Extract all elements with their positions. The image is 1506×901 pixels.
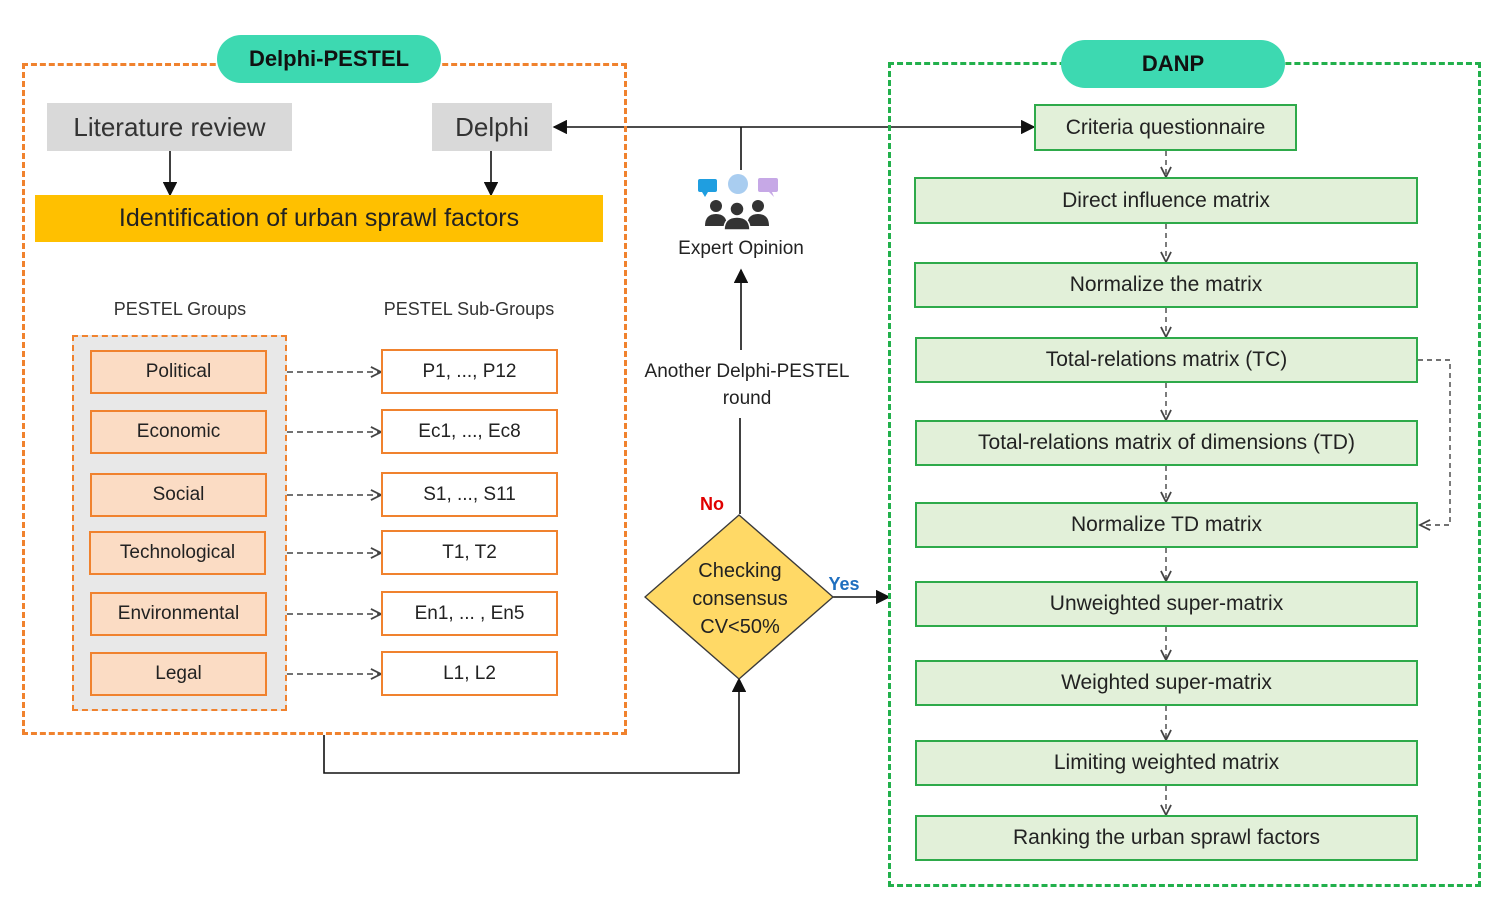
danp-title: DANP: [1061, 40, 1285, 88]
literature-review-box: Literature review: [47, 103, 292, 151]
pestel-group-social: Social: [90, 473, 267, 517]
pestel-subgroup-economic: Ec1, ..., Ec8: [381, 409, 558, 454]
another-round-label: Another Delphi-PESTEL round: [630, 357, 864, 413]
danp-step-normalize-matrix: Normalize the matrix: [914, 262, 1418, 308]
group-subgroup-arrows: [267, 372, 381, 674]
danp-step-arrows: [1166, 151, 1451, 815]
expert-opinion-label: Expert Opinion: [678, 238, 804, 259]
pestel-group-technological: Technological: [89, 531, 266, 575]
danp-step-ranking-factors: Ranking the urban sprawl factors: [915, 815, 1418, 861]
delphi-box: Delphi: [432, 103, 552, 151]
identification-bar: Identification of urban sprawl factors: [35, 195, 603, 242]
pestel-subgroup-political: P1, ..., P12: [381, 349, 558, 394]
pestel-group-economic: Economic: [90, 410, 267, 454]
decision-yes-label: Yes: [828, 573, 860, 594]
pestel-groups-heading: PESTEL Groups: [113, 298, 247, 319]
pestel-subgroup-environmental: En1, ... , En5: [381, 591, 558, 636]
consensus-decision-diamond: [644, 514, 834, 680]
pestel-group-environmental: Environmental: [90, 592, 267, 636]
danp-step-unweighted-supermatrix: Unweighted super-matrix: [915, 581, 1418, 627]
people-discussion-icon: [698, 174, 778, 230]
decision-line3: CV<50%: [700, 616, 780, 638]
delphi-pestel-title: Delphi-PESTEL: [217, 35, 441, 83]
danp-step-direct-influence-matrix: Direct influence matrix: [914, 177, 1418, 224]
danp-step-total-relations-td: Total-relations matrix of dimensions (TD…: [915, 420, 1418, 466]
another-round-line2: round: [722, 388, 772, 409]
pestel-subgroups-heading: PESTEL Sub-Groups: [383, 298, 555, 319]
danp-step-limiting-weighted-matrix: Limiting weighted matrix: [915, 740, 1418, 786]
danp-step-weighted-supermatrix: Weighted super-matrix: [915, 660, 1418, 706]
consensus-decision-text: Checking consensus CV<50%: [670, 555, 810, 643]
pestel-subgroup-social: S1, ..., S11: [381, 472, 558, 517]
decision-line1: Checking: [698, 560, 782, 582]
arrow-panel-to-decision: [323, 677, 747, 774]
another-round-line1: Another Delphi-PESTEL: [644, 361, 850, 382]
decision-no-label: No: [700, 493, 724, 514]
danp-step-total-relations-tc: Total-relations matrix (TC): [915, 337, 1418, 383]
pestel-subgroup-technological: T1, T2: [381, 530, 558, 575]
danp-step-normalize-td: Normalize TD matrix: [915, 502, 1418, 548]
decision-line2: consensus: [692, 588, 788, 610]
pestel-group-legal: Legal: [90, 652, 267, 696]
pestel-groups-area: [72, 335, 287, 711]
pestel-subgroup-legal: L1, L2: [381, 651, 558, 696]
pestel-group-political: Political: [90, 350, 267, 394]
danp-step-criteria-questionnaire: Criteria questionnaire: [1034, 104, 1297, 151]
